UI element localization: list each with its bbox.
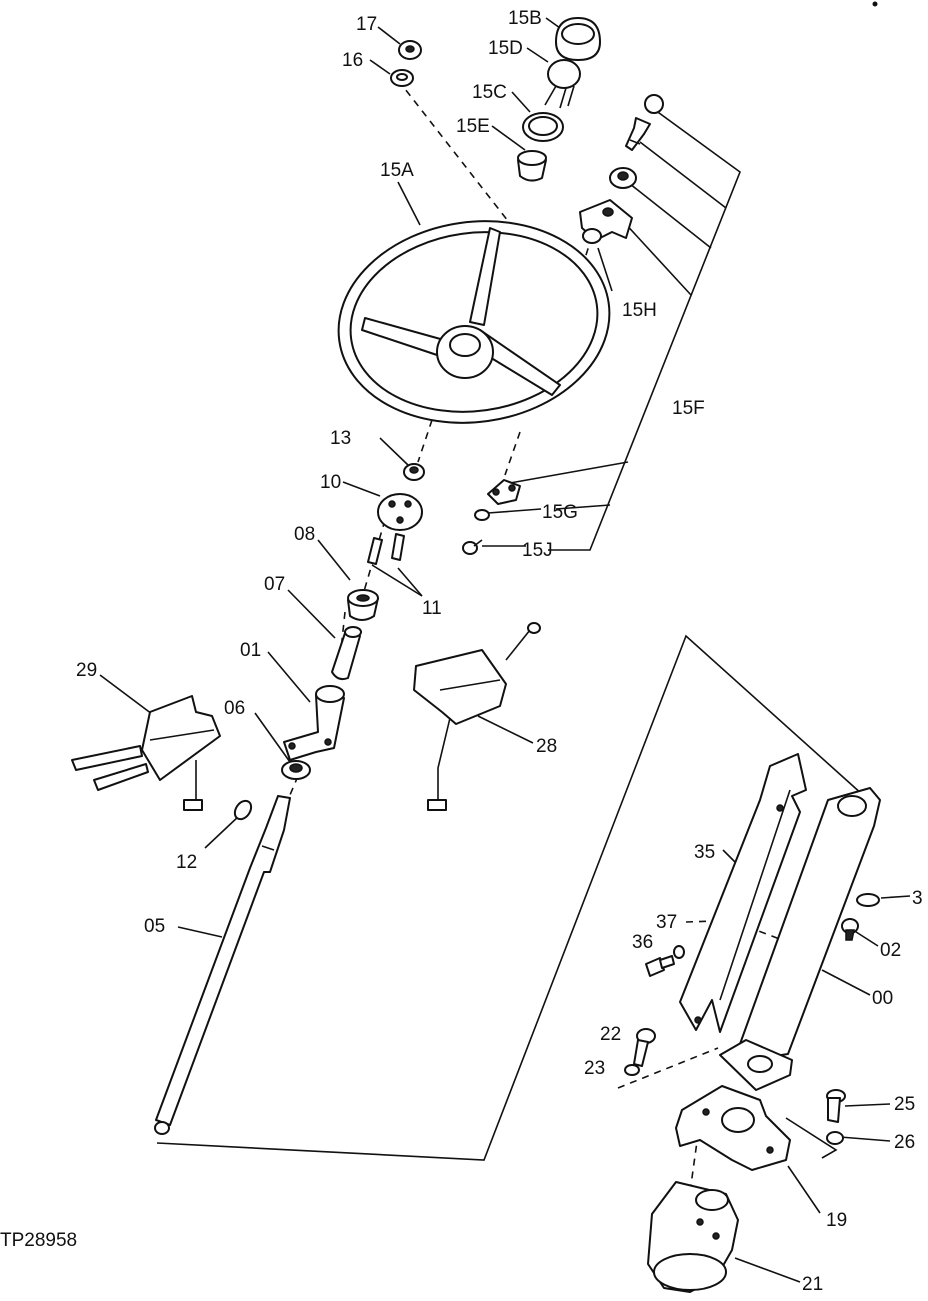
bolt-36 [645,955,675,977]
callout-25: 25 [894,1094,915,1115]
column-tube-00 [719,787,881,1091]
bolt-22 [633,1028,656,1067]
callout-21: 21 [802,1274,823,1295]
callout-15A: 15A [380,160,414,181]
callout-15F: 15F [672,398,705,419]
callout-02: 02 [880,940,901,961]
callout-10: 10 [320,472,341,493]
callout-00: 00 [872,988,893,1009]
ring-15C [522,112,564,142]
key-12 [233,799,253,821]
callout-15J: 15J [522,540,553,561]
bearing-06 [281,760,311,780]
hub-plate-10 [377,493,423,531]
bearing-08 [347,589,379,621]
steering-wheel-15A [337,220,611,424]
switch-29 [71,695,221,811]
callout-23: 23 [584,1058,605,1079]
horn-button-15D [544,59,581,109]
clamp-15G [487,479,521,505]
callout-13: 13 [330,428,351,449]
callout-15G: 15G [542,502,578,523]
steering-shaft-05 [154,795,291,1135]
bolt-25 [826,1089,846,1123]
callout-36: 36 [632,932,653,953]
ball-knob [644,94,664,114]
nut-17 [398,40,422,60]
callout-16: 16 [342,50,363,71]
callout-19: 19 [826,1210,847,1231]
callout-12: 12 [176,852,197,873]
washer-16 [390,69,414,87]
washer-3 [856,893,880,907]
callout-17: 17 [356,14,377,35]
pins-11 [367,533,405,565]
nut-13 [403,463,425,481]
sleeve-07 [331,626,362,681]
screw-15J [462,539,483,555]
switch-28 [413,622,541,811]
callout-05: 05 [144,916,165,937]
callout-15B: 15B [508,8,542,29]
spring-15E [517,150,547,182]
callout-15D: 15D [488,38,523,59]
mounting-plate-19 [675,1085,791,1171]
column-housing-01 [283,685,345,761]
callout-06: 06 [224,698,245,719]
callout-26: 26 [894,1132,915,1153]
callout-22: 22 [600,1024,621,1045]
callout-08: 08 [294,524,315,545]
bracket-35 [679,753,807,1033]
group-bracket-lines [156,109,864,1161]
leader-lines [99,17,911,1283]
washer-26 [826,1131,844,1145]
callout-37: 37 [656,912,677,933]
bushing [609,167,637,189]
callout-01: 01 [240,640,261,661]
callout-28: 28 [536,736,557,757]
horn-cap-15B [555,17,601,61]
callout-15H: 15H [622,300,657,321]
callout-3: 3 [912,888,923,909]
steering-valve-21 [647,1181,739,1293]
bolt-02 [841,918,859,941]
figure-reference: TP28958 [0,1230,77,1251]
nut-15H [582,228,602,244]
callout-29: 29 [76,660,97,681]
callout-07: 07 [264,574,285,595]
washer-15G [474,509,490,521]
washer-23 [624,1064,640,1076]
corner-dot [872,1,878,7]
bolt-15H [625,117,651,151]
callout-11: 11 [422,598,442,619]
callout-35: 35 [694,842,715,863]
callout-15E: 15E [456,116,490,137]
washer-37 [673,945,685,959]
callout-labels: 17 16 15B 15D 15C 15E 15A 15H 15F 13 15G… [76,8,923,1295]
callout-15C: 15C [472,82,507,103]
